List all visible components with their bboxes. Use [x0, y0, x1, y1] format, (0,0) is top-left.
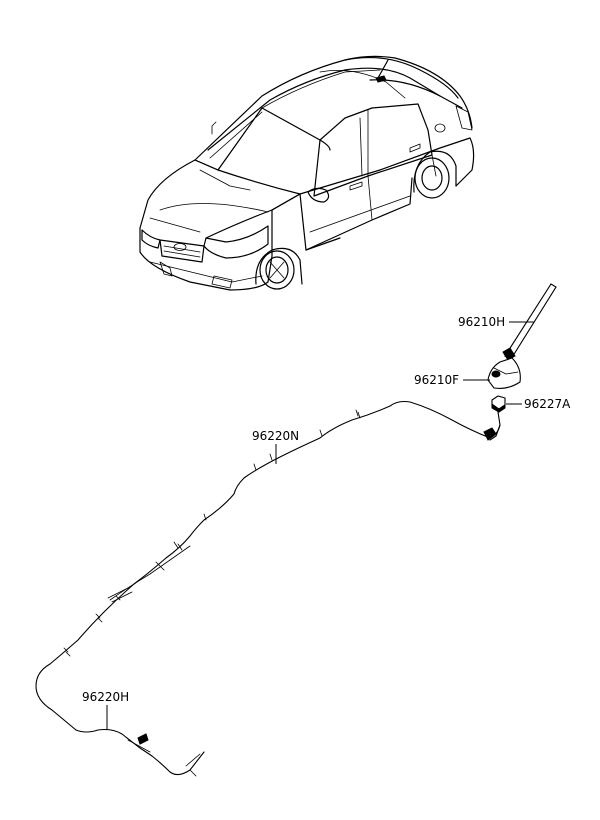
- antenna-nut: [491, 395, 506, 413]
- car-illustration: [139, 55, 475, 291]
- label-96227A: 96227A: [506, 397, 571, 411]
- part-code-96210H: 96210H: [458, 315, 505, 329]
- part-code-96220N: 96220N: [252, 429, 299, 443]
- label-96220N: 96220N: [252, 429, 299, 464]
- part-code-96227A: 96227A: [524, 397, 571, 411]
- roof-cable-96220N: [35, 400, 501, 777]
- label-96210F: 96210F: [414, 373, 490, 387]
- part-code-96210F: 96210F: [414, 373, 459, 387]
- label-96220H: 96220H: [82, 690, 129, 730]
- antenna-base: [487, 357, 521, 389]
- label-96210H: 96210H: [458, 315, 534, 329]
- part-code-96220H: 96220H: [82, 690, 129, 704]
- antenna-assembly: [487, 283, 557, 413]
